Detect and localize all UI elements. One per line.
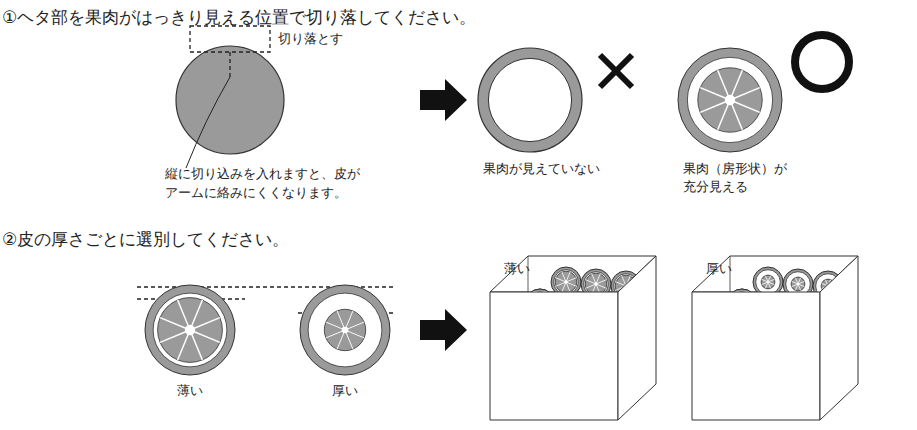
vertical-cut-line xyxy=(229,52,230,78)
circle-mark xyxy=(795,35,849,89)
cross-mark xyxy=(600,55,632,87)
fruit-node: 厚い xyxy=(285,283,405,408)
fruit-core xyxy=(797,283,799,285)
note-text: 縦に切り込みを入れますと、皮が アームに絡みにくくなります。 xyxy=(165,164,380,202)
shape-group xyxy=(478,48,582,152)
white-pith xyxy=(153,293,227,367)
box-front xyxy=(490,292,618,420)
fruit-core xyxy=(767,281,769,283)
shape-group xyxy=(145,285,235,375)
peel-ring xyxy=(478,48,582,152)
node-caption: 果肉（房形状）が 充分見える xyxy=(683,160,801,196)
white-pith xyxy=(308,293,382,367)
white-pith xyxy=(730,292,755,293)
fruit-node: 薄い xyxy=(130,283,250,408)
fruit-front-row xyxy=(727,289,757,292)
peel-ring xyxy=(300,285,390,375)
box-side xyxy=(820,256,858,420)
leader-line xyxy=(186,77,230,168)
box-outline xyxy=(488,252,660,424)
cut-region xyxy=(190,26,270,52)
peel-ring xyxy=(678,48,782,152)
fruit-node: 薄い xyxy=(488,252,660,424)
box-side xyxy=(618,256,656,420)
step-heading: ①ヘタ部を果肉がはっきり見える位置で切り落してください。 xyxy=(2,6,702,29)
fruit-node: 果肉が見えていない xyxy=(465,46,595,196)
box-outline xyxy=(690,252,862,424)
node-caption: 薄い xyxy=(130,382,250,400)
node-caption: 厚い xyxy=(285,382,405,400)
white-pith xyxy=(554,270,579,295)
fruit-core xyxy=(594,282,597,285)
fruit-front-row xyxy=(525,289,555,292)
fruit-core xyxy=(564,280,567,283)
fruit-node: 果肉（房形状）が 充分見える xyxy=(665,46,795,196)
node-caption: 厚い xyxy=(706,260,766,278)
peel-ring xyxy=(525,289,555,292)
shape-group xyxy=(678,48,782,152)
cross-mark xyxy=(600,55,632,87)
fruit-flesh xyxy=(698,68,762,132)
whole-fruit xyxy=(176,46,284,154)
peel-ring xyxy=(727,289,757,292)
white-pith xyxy=(528,292,553,293)
shape-group xyxy=(490,256,656,420)
white-pith xyxy=(488,58,571,141)
shape-group xyxy=(692,256,858,420)
note-text: 切り落とす xyxy=(278,29,398,48)
fruit-flesh xyxy=(324,309,365,350)
box-front xyxy=(692,292,820,420)
fruit-flesh xyxy=(158,298,223,363)
fruit-core xyxy=(725,95,735,105)
peel-ring xyxy=(145,285,235,375)
shape-group xyxy=(300,285,390,375)
white-pith xyxy=(756,270,781,295)
step-heading: ②皮の厚さごとに選別してください。 xyxy=(2,228,702,251)
fruit-core xyxy=(185,325,195,335)
node-caption: 薄い xyxy=(504,260,564,278)
fruit-core xyxy=(342,327,349,334)
block-arrow xyxy=(420,309,467,351)
fruit-node: 厚い xyxy=(690,252,862,424)
fruit-flesh xyxy=(791,277,805,291)
white-pith xyxy=(687,57,772,142)
fruit-flesh xyxy=(761,275,775,289)
fruit-flesh xyxy=(555,271,577,293)
node-caption: 果肉が見えていない xyxy=(483,160,608,178)
block-arrow xyxy=(420,79,467,121)
